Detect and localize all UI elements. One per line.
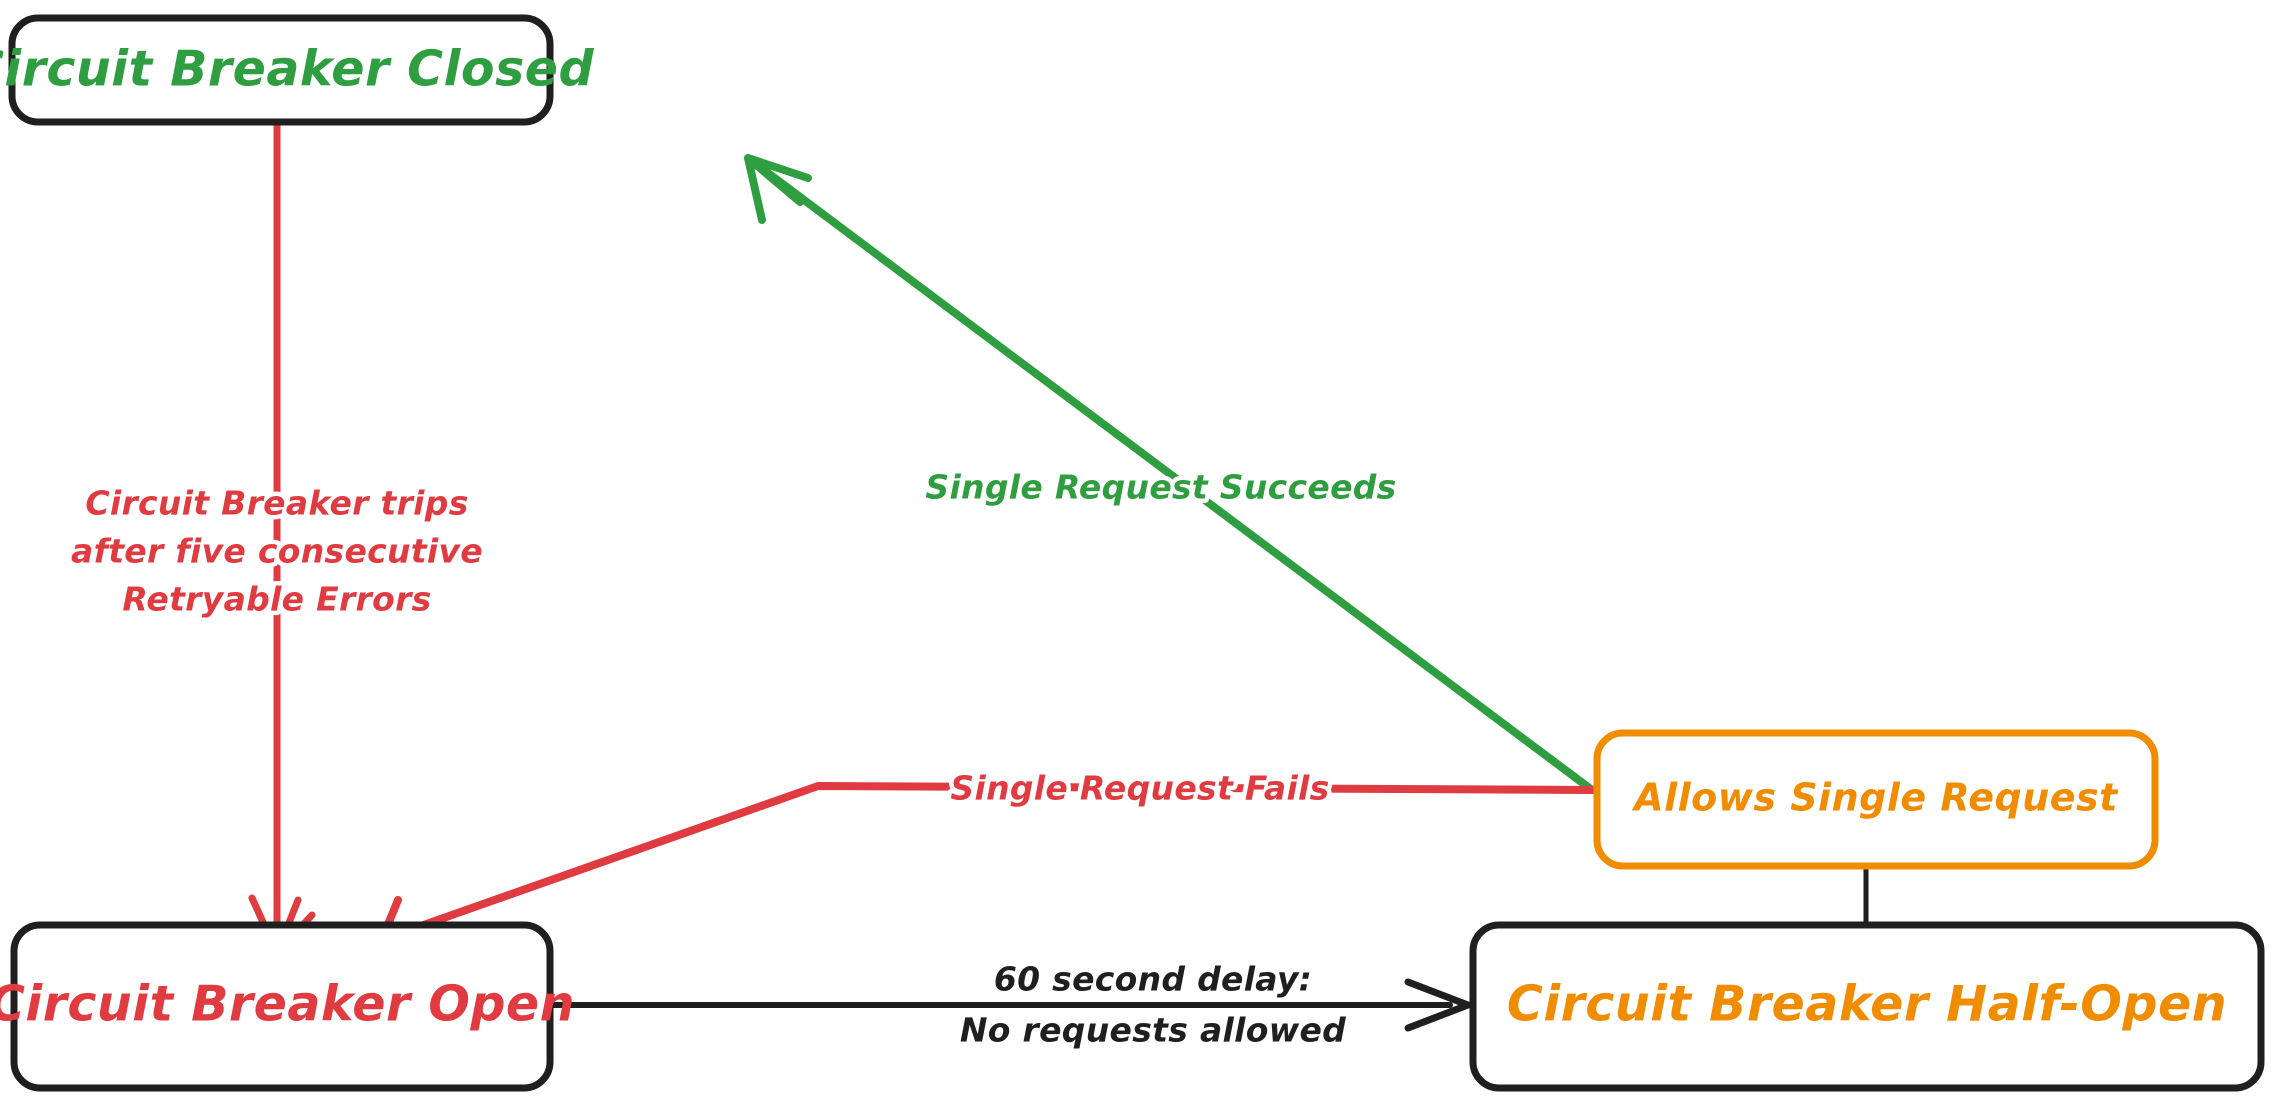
edge-allows-to-open: [376, 782, 1596, 949]
node-closed-box[interactable]: [8, 14, 554, 126]
edge-open-to-halfopen: [549, 978, 1472, 1032]
node-closed-label: Circuit Breaker Closed: [0, 41, 594, 98]
edge-label-allows-to-closed-text: Single Request Succeeds: [925, 468, 1396, 507]
node-open-label: Circuit Breaker Open: [0, 976, 575, 1033]
node-halfopen-label: Circuit Breaker Half-Open: [1507, 976, 2227, 1033]
edge-label-closed-to-open-line-2: after five consecutive: [71, 532, 483, 571]
edge-allows-to-open-line: [394, 782, 1596, 938]
node-allows-single-request[interactable]: Allows Single Request: [1593, 729, 2159, 870]
edge-label-open-to-halfopen-line-1: 60 second delay:: [994, 960, 1312, 999]
edge-label-closed-to-open-line-1: Circuit Breaker trips: [85, 484, 468, 523]
edge-label-allows-to-open: Single Request Fails: [946, 764, 1334, 812]
node-circuit-breaker-open[interactable]: Circuit Breaker Open: [0, 921, 575, 1092]
edge-label-allows-to-open-text: Single Request Fails: [950, 769, 1329, 808]
node-circuit-breaker-half-open[interactable]: Circuit Breaker Half-Open: [1469, 921, 2265, 1092]
node-circuit-breaker-closed[interactable]: Circuit Breaker Closed: [0, 14, 594, 126]
edge-label-open-to-halfopen-line-2: No requests allowed: [960, 1011, 1346, 1050]
edge-open-to-halfopen-arrowhead: [1404, 978, 1472, 1032]
node-halfopen-box[interactable]: [1469, 921, 2265, 1092]
node-allows-label: Allows Single Request: [1631, 776, 2119, 820]
edge-label-closed-to-open-line-3: Retryable Errors: [122, 580, 431, 619]
edge-label-open-to-halfopen: 60 second delay: No requests allowed: [955, 955, 1350, 1054]
edge-label-allows-to-closed: Single Request Succeeds: [921, 463, 1401, 511]
edge-allows-to-closed: [744, 154, 1596, 794]
edge-label-closed-to-open: Circuit Breaker trips after five consecu…: [67, 479, 488, 623]
node-allows-box[interactable]: [1593, 729, 2159, 870]
edge-allows-to-closed-line: [756, 163, 1596, 794]
node-open-box[interactable]: [10, 921, 554, 1092]
edge-allows-to-closed-arrowhead: [744, 154, 812, 224]
